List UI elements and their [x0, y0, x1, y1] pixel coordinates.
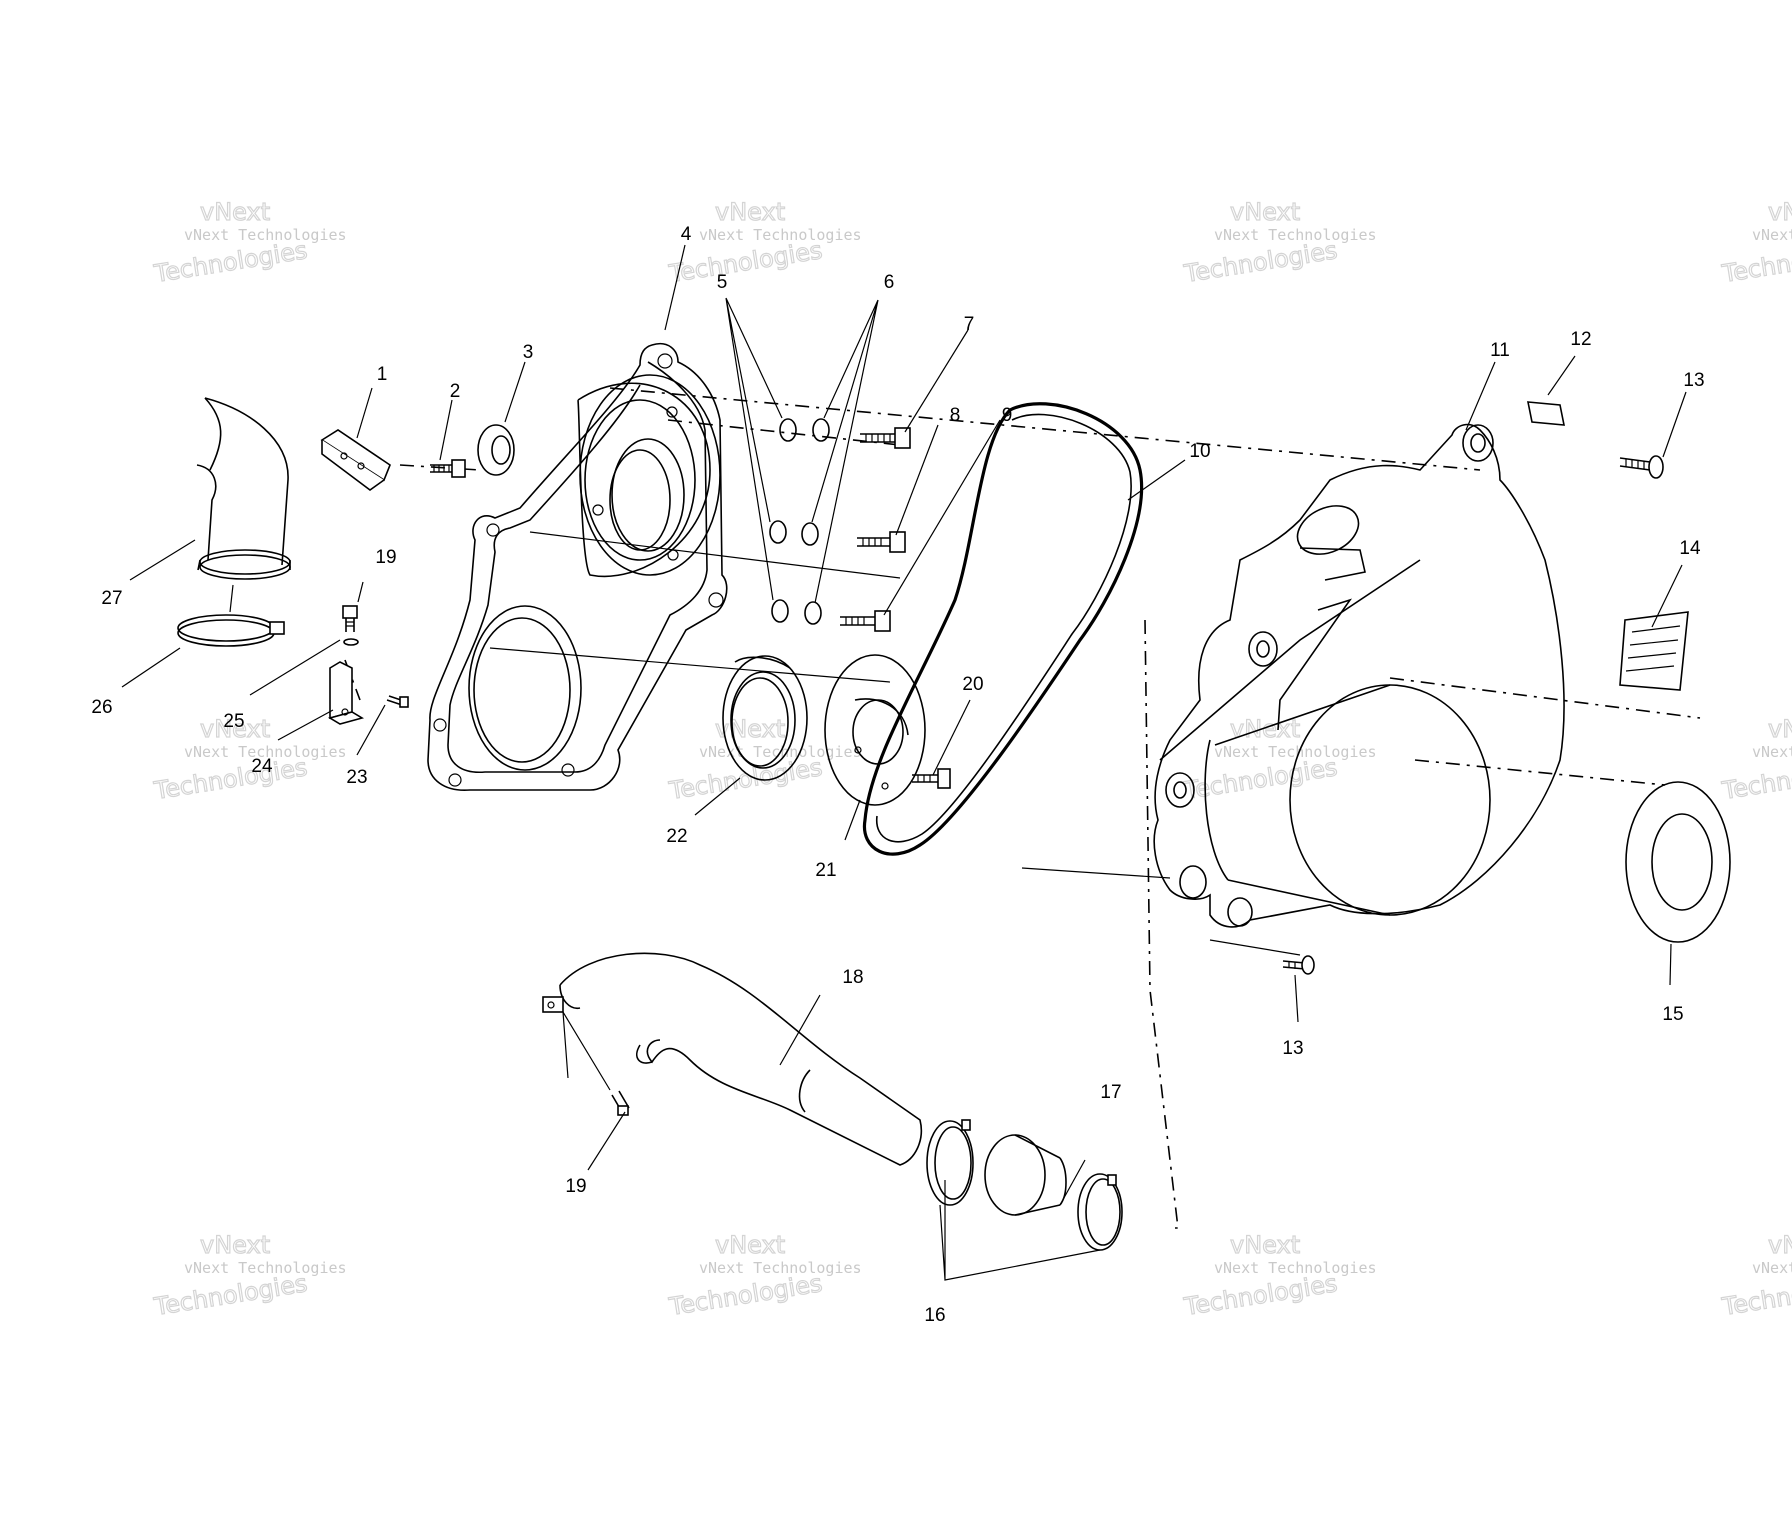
callout-27: 27 — [101, 588, 122, 609]
callout-8: 8 — [950, 405, 961, 426]
svg-text:vNext Technologies: vNext Technologies — [1752, 1259, 1792, 1277]
svg-text:vNext: vNext — [1230, 198, 1300, 226]
screw-19-lower — [562, 1011, 630, 1116]
leader-lines — [121, 244, 1687, 1281]
watermark: vNext vNext Technologies Technologies — [1719, 1230, 1792, 1321]
svg-text:vNext: vNext — [1768, 198, 1792, 226]
gasket-15 — [1625, 781, 1731, 943]
washer-25 — [343, 638, 359, 646]
svg-text:vNext Technologies: vNext Technologies — [1214, 1259, 1377, 1277]
plate-21 — [824, 654, 926, 806]
callout-15: 15 — [1662, 1004, 1683, 1025]
callout-26: 26 — [91, 697, 112, 718]
screw-19-upper — [342, 605, 358, 632]
watermark: vNext vNext Technologies Technologies — [666, 197, 862, 288]
callout-13-lower: 13 — [1282, 1038, 1303, 1059]
svg-text:vNext: vNext — [200, 715, 270, 743]
label-14 — [1619, 611, 1689, 691]
callout-20: 20 — [962, 674, 983, 695]
callout-6: 6 — [884, 272, 895, 293]
svg-text:vNext Technologies: vNext Technologies — [699, 226, 862, 244]
callout-12: 12 — [1570, 329, 1591, 350]
callout-23: 23 — [346, 767, 367, 788]
clamp-16a — [926, 1119, 974, 1206]
svg-text:vNext Technologies: vNext Technologies — [1214, 226, 1377, 244]
duct-18 — [542, 952, 922, 1166]
watermark: vNext vNext Technologies Technologies — [1181, 714, 1377, 805]
svg-text:vNext: vNext — [1768, 1231, 1792, 1259]
callout-14: 14 — [1679, 538, 1701, 559]
screw-13-upper — [1619, 455, 1664, 479]
svg-text:vNext: vNext — [1230, 1231, 1300, 1259]
inner-cover-4 — [427, 343, 728, 791]
bolt-20 — [912, 768, 951, 789]
svg-text:vNext: vNext — [1768, 715, 1792, 743]
label-12 — [1527, 401, 1565, 426]
boot-17 — [984, 1134, 1067, 1216]
svg-text:vNext: vNext — [200, 198, 270, 226]
callout-19-upper: 19 — [375, 547, 396, 568]
callout-11: 11 — [1490, 340, 1510, 361]
bracket-1 — [320, 429, 391, 491]
drive-belt-10 — [862, 402, 1143, 856]
svg-text:vNext Technologies: vNext Technologies — [184, 226, 347, 244]
svg-text:vNext Technologies: vNext Technologies — [184, 1259, 347, 1277]
watermark: vNext vNext Technologies Technologies — [151, 714, 347, 805]
watermark: vNext vNext Technologies Technologies — [1181, 1230, 1377, 1321]
svg-text:vNext: vNext — [200, 1231, 270, 1259]
svg-text:vNext Technologies: vNext Technologies — [699, 1259, 862, 1277]
clamp-16b — [1077, 1173, 1123, 1251]
callout-22: 22 — [666, 826, 687, 847]
callout-16: 16 — [924, 1305, 945, 1326]
watermark: vNext vNext Technologies Technologies — [1181, 197, 1377, 288]
watermark: vNext vNext Technologies Technologies — [1719, 197, 1792, 288]
watermark: vNext vNext Technologies Technologies — [666, 1230, 862, 1321]
bolt-2 — [430, 459, 466, 478]
svg-text:vNext Technologies: vNext Technologies — [1752, 743, 1792, 761]
callout-9: 9 — [1002, 405, 1013, 426]
duct-elbow — [196, 397, 291, 580]
callout-17: 17 — [1100, 1082, 1121, 1103]
watermark: vNext vNext Technologies Technologies — [151, 1230, 347, 1321]
svg-text:vNext: vNext — [715, 715, 785, 743]
svg-text:vNext Technologies: vNext Technologies — [1752, 226, 1792, 244]
washer-stack — [769, 418, 830, 625]
callout-25: 25 — [223, 711, 244, 732]
callout-labels: 1 2 3 4 5 6 7 8 9 10 11 12 13 14 15 16 1… — [91, 224, 1704, 1326]
callout-1: 1 — [377, 364, 388, 385]
seal-22 — [722, 655, 808, 781]
svg-text:vNext Technologies: vNext Technologies — [184, 743, 347, 761]
screw-23 — [386, 695, 409, 708]
outer-cover-11 — [1153, 423, 1565, 928]
svg-text:vNext Technologies: vNext Technologies — [1214, 743, 1377, 761]
watermark: vNext vNext Technologies Technologies — [1719, 714, 1792, 805]
callout-10: 10 — [1189, 441, 1210, 462]
bolt-9 — [840, 610, 891, 632]
callout-2: 2 — [450, 381, 461, 402]
callout-18: 18 — [842, 967, 863, 988]
svg-text:vNext: vNext — [715, 1231, 785, 1259]
callout-21: 21 — [815, 860, 836, 881]
callout-7: 7 — [964, 314, 975, 335]
callout-4: 4 — [681, 224, 692, 245]
callout-5: 5 — [717, 272, 728, 293]
watermark: vNext vNext Technologies Technologies — [666, 714, 862, 805]
callout-24: 24 — [251, 756, 273, 777]
screw-13-lower — [1282, 955, 1315, 975]
bracket-24 — [327, 661, 365, 725]
clamp-26 — [177, 584, 285, 647]
callout-13: 13 — [1683, 370, 1704, 391]
bolt-7 — [860, 427, 911, 449]
assembly-lines — [344, 387, 1701, 1229]
bolt-8 — [857, 531, 906, 553]
watermark: vNext vNext Technologies Technologies — [151, 197, 347, 288]
washer-3 — [477, 424, 515, 476]
callout-19-lower: 19 — [565, 1176, 586, 1197]
callout-3: 3 — [523, 342, 534, 363]
svg-text:vNext: vNext — [715, 198, 785, 226]
